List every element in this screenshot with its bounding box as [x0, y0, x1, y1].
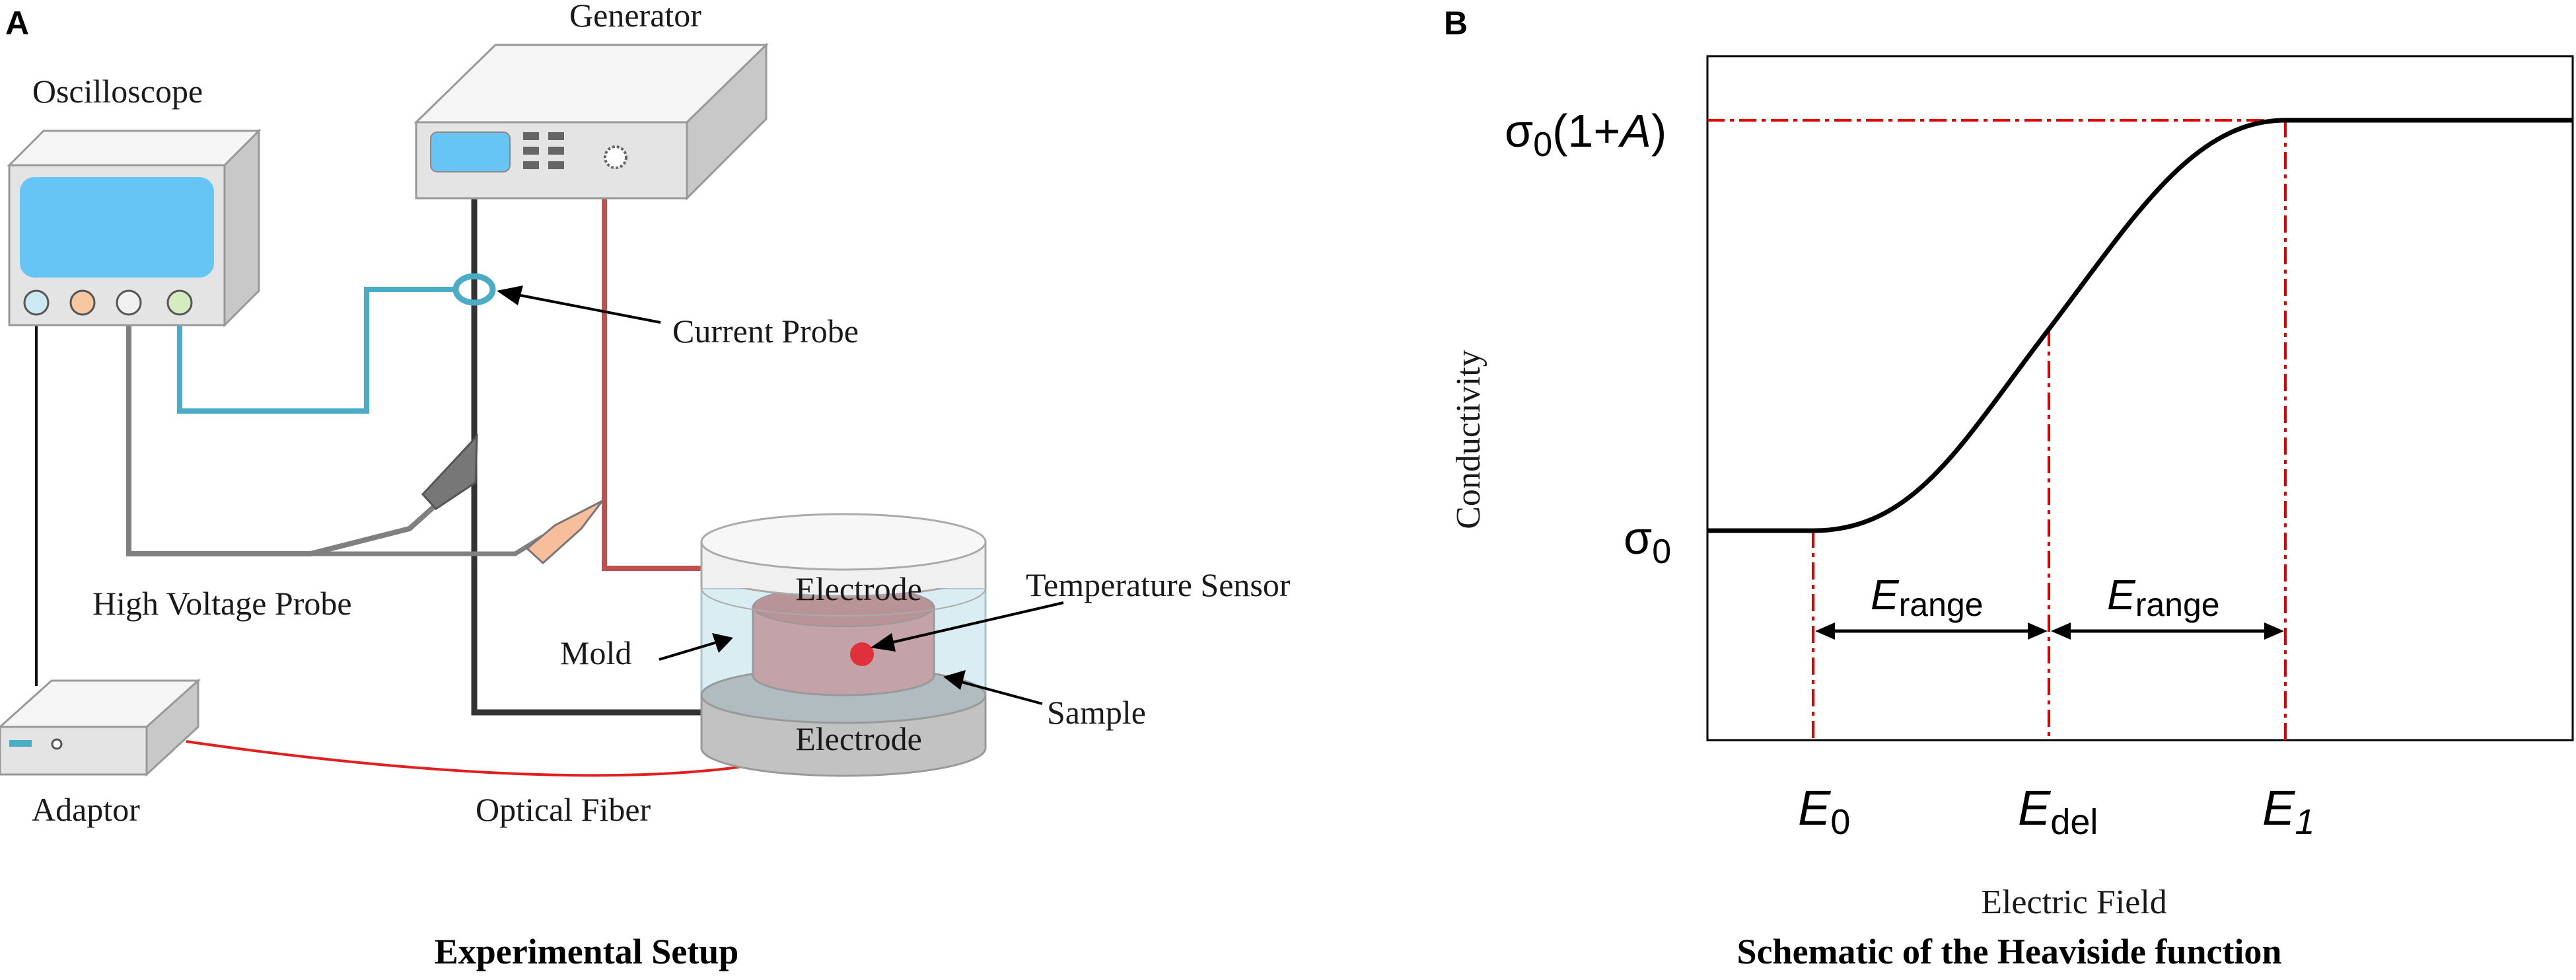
generator-screen: [430, 132, 511, 172]
temperature-sensor-label: Temperature Sensor: [1026, 566, 1291, 603]
hv-probe-orange: [525, 500, 604, 565]
osc-port-2: [69, 289, 96, 316]
black-wire: [471, 198, 708, 716]
current-probe-arrow: [497, 285, 661, 324]
current-probe-ring: [452, 273, 496, 306]
current-probe-label: Current Probe: [672, 313, 859, 350]
edel-label: Edel: [2018, 780, 2098, 842]
high-voltage-probe-label: High Voltage Probe: [92, 585, 352, 622]
oscilloscope-screen: [20, 177, 214, 278]
panel-b-letter: B: [1444, 5, 1468, 42]
oscilloscope: [7, 128, 262, 328]
mold-label: Mold: [560, 634, 631, 671]
sample-arrow: [943, 670, 1043, 705]
temperature-sensor-arrow: [871, 601, 1064, 652]
panel-a-caption: Experimental Setup: [435, 932, 739, 971]
panel-a: A Generator: [0, 0, 1291, 971]
gray-wire: [126, 303, 445, 556]
oscilloscope-top: [7, 130, 262, 167]
panel-a-letter: A: [5, 5, 29, 42]
generator-buttons: [523, 132, 564, 169]
osc-port-4: [166, 289, 193, 316]
hv-probe-gray: [421, 433, 478, 510]
wires: [35, 198, 863, 777]
range-label-1: Erange: [1871, 571, 1984, 623]
sigma0-1-plus-a-label: σ0(1+A): [1505, 105, 1666, 164]
panel-b-caption: Schematic of the Heaviside function: [1737, 932, 2282, 971]
x-axis-label: Electric Field: [1981, 884, 2167, 921]
bottom-electrode-label: Electrode: [795, 720, 922, 757]
adaptor: [0, 678, 201, 777]
mold-assembly: [700, 513, 987, 777]
oscilloscope-label: Oscilloscope: [32, 73, 203, 110]
e1-label: E1: [2262, 780, 2314, 842]
optical-fiber-label: Optical Fiber: [476, 791, 651, 828]
guide-lines: [1707, 119, 2287, 740]
adaptor-front: [0, 726, 148, 776]
generator-knob: [604, 145, 627, 169]
range-arrow-2: [2051, 622, 2284, 640]
red-wire: [602, 198, 708, 571]
e0-label: E0: [1798, 780, 1850, 842]
adaptor-port: [51, 738, 63, 750]
sample-label: Sample: [1047, 694, 1146, 731]
osc-port-1: [23, 289, 50, 316]
generator: [413, 42, 769, 201]
range-arrow-1: [1815, 622, 2048, 640]
osc-port-3: [116, 289, 142, 316]
adaptor-indicator: [9, 740, 32, 747]
sample: [752, 605, 935, 697]
sigma0-label: σ0: [1624, 512, 1671, 571]
y-axis-label: Conductivity: [1450, 350, 1487, 529]
temperature-sensor-dot: [850, 642, 874, 666]
plot-frame: [1706, 55, 2574, 741]
panel-b: B Erange Erange σ0 σ0(1+A): [1444, 5, 2574, 971]
top-electrode-top: [700, 513, 987, 571]
adaptor-label: Adaptor: [32, 791, 140, 828]
mold-arrow: [659, 633, 733, 661]
top-electrode-label: Electrode: [795, 570, 922, 607]
blue-wire: [177, 287, 456, 414]
range-label-2: Erange: [2107, 571, 2220, 623]
oscilloscope-side: [223, 128, 260, 328]
heaviside-curve: [1707, 118, 2573, 533]
generator-label: Generator: [569, 0, 701, 34]
